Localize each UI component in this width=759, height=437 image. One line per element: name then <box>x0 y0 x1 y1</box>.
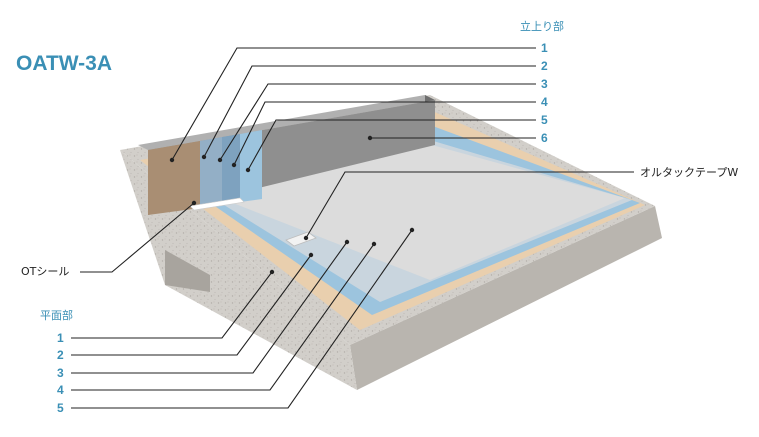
wall-leader-1-dot <box>169 157 175 163</box>
tape-leader <box>305 171 634 239</box>
floor-number-1: 1 <box>57 331 64 345</box>
floor-leader-5-dot <box>409 227 415 233</box>
floor-leader-2 <box>71 254 312 356</box>
wall-leader-4-dot <box>231 162 237 168</box>
wall-number-1: 1 <box>541 41 548 55</box>
wall-leader-2-dot <box>201 154 207 160</box>
ot-seal-leader-dot <box>191 200 197 206</box>
wall-leader-5 <box>247 119 536 171</box>
ot-seal-leader <box>80 202 195 273</box>
floor-leader-3-dot <box>344 239 350 245</box>
floor-leader-4-dot <box>371 241 377 247</box>
wall-section-heading: 立上り部 <box>520 19 564 33</box>
floor-number-3: 3 <box>57 366 64 380</box>
floor-number-2: 2 <box>57 348 64 362</box>
wall-leader-lines <box>169 47 536 173</box>
tape-leader-dot <box>303 235 309 241</box>
wall-leader-5-dot <box>245 167 251 173</box>
wall-leader-3-dot <box>217 157 223 163</box>
tape-label: オルタックテープW <box>640 166 738 179</box>
floor-leader-4 <box>71 243 375 391</box>
floor-leader-lines <box>71 227 415 409</box>
floor-number-5: 5 <box>57 401 64 415</box>
wall-leader-2 <box>203 65 536 158</box>
floor-leader-2-dot <box>308 252 314 258</box>
slab-front-face <box>350 206 662 390</box>
roof-illustration <box>120 95 662 390</box>
floor-number-4: 4 <box>57 383 64 397</box>
ot-seal-bead <box>189 197 245 211</box>
wall-number-6: 6 <box>541 131 548 145</box>
floor-leader-1 <box>71 271 273 339</box>
tape-strip <box>285 231 317 247</box>
floor-section-heading: 平面部 <box>40 308 73 322</box>
wall-layer-4 <box>240 130 262 202</box>
floor-leader-5 <box>71 229 413 409</box>
slab-beam <box>165 250 210 292</box>
wall-number-5: 5 <box>541 113 548 127</box>
wall-leader-4 <box>233 101 536 166</box>
wall-layer-1 <box>148 141 200 215</box>
wall-number-3: 3 <box>541 77 548 91</box>
wall-number-4: 4 <box>541 95 548 109</box>
floor-layer-5 <box>215 145 625 280</box>
floor-leader-3 <box>71 241 348 374</box>
parapet-top <box>138 95 435 150</box>
wall-number-2: 2 <box>541 59 548 73</box>
diagram-title: OATW-3A <box>16 52 112 75</box>
ot-seal-label: OTシール <box>21 265 69 278</box>
floor-leader-1-dot <box>269 269 275 275</box>
wall-leader-6-dot <box>367 135 373 141</box>
wall-leader-3 <box>219 83 536 161</box>
wall-leader-1 <box>171 47 536 161</box>
wall-layer-3 <box>222 134 240 205</box>
wall-layer-2 <box>200 137 222 208</box>
